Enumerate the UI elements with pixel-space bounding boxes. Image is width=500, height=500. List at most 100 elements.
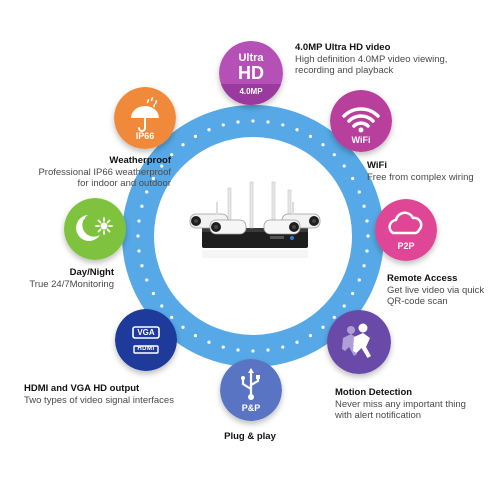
ring-dot (266, 348, 270, 352)
wifi-icon (330, 90, 392, 152)
plug-play-title: Plug & play (224, 431, 276, 442)
ring-dot (281, 345, 285, 349)
motion-detection-desc-2: with alert notification (335, 410, 422, 421)
remote-access-desc-2: QR-code scan (387, 296, 448, 307)
ultra-hd-desc-1: High definition 4.0MP video viewing, (295, 53, 448, 65)
ring-dot (251, 119, 255, 123)
ring-dot (332, 315, 336, 319)
plug-play-text: Plug & play (195, 431, 305, 443)
ring-dot (321, 143, 325, 147)
ring-dot (342, 164, 346, 168)
weatherproof-badge: IP66 (114, 87, 176, 149)
remote-access-desc-1: Get live video via quick (387, 284, 485, 296)
ring-dot (160, 164, 164, 168)
ring-dot (170, 153, 174, 157)
ring-dot (140, 204, 144, 208)
ring-dot (362, 204, 366, 208)
motion-detection-title: Motion Detection (335, 387, 413, 398)
ultra-hd-line2: HD (238, 63, 264, 83)
hdmi-vga-desc: Two types of video signal interfaces (24, 394, 174, 406)
ring-dot (221, 123, 225, 127)
vga-label: VGA (137, 328, 155, 337)
ring-dot (321, 325, 325, 329)
ultra-hd-line3: 4.0MP (239, 87, 263, 96)
ring-dot (145, 278, 149, 282)
motion-badge (327, 310, 391, 374)
wifi-badge: WiFi (330, 90, 392, 152)
ultra-hd-text: 4.0MP Ultra HD video High definition 4.0… (295, 42, 495, 77)
ring-dot (207, 340, 211, 344)
ip66-label: IP66 (135, 131, 155, 141)
hdmi-label: HDMI (137, 346, 155, 352)
ring-dot (236, 120, 240, 124)
ring-dot (207, 128, 211, 132)
ring-dot (170, 315, 174, 319)
ring-dot (281, 123, 285, 127)
ring-dot (365, 219, 369, 223)
ring-dot (181, 325, 185, 329)
ring-dot (193, 333, 198, 338)
ultra-hd-icon (219, 41, 283, 105)
remote-access-text: Remote Access Get live video via quick Q… (387, 273, 499, 308)
ring-dot (151, 291, 156, 296)
weatherproof-title: Weatherproof (109, 155, 171, 166)
ring-dot (350, 291, 355, 296)
ring-dot (365, 249, 369, 253)
wifi-label: WiFi (351, 135, 371, 145)
usb-icon (220, 359, 282, 421)
hdmi-vga-text: HDMI and VGA HD output Two types of vide… (24, 383, 224, 406)
ring-dot (140, 264, 144, 268)
weatherproof-desc-2: for indoor and outdoor (77, 178, 171, 189)
hdmi-vga-title: HDMI and VGA HD output (24, 383, 140, 394)
remote-access-title: Remote Access (387, 273, 458, 284)
running-person-icon (327, 310, 391, 374)
hdmi-vga-badge: VGA HDMI (115, 309, 177, 371)
ultra-hd-desc-2: recording and playback (295, 65, 394, 76)
moon-sun-icon (64, 198, 126, 260)
ring-dot (137, 219, 141, 223)
ring-dot (181, 143, 185, 147)
day-night-badge (64, 198, 126, 260)
umbrella-rain-icon (114, 87, 176, 149)
plug-play-label: P&P (241, 403, 261, 413)
motion-detection-desc-1: Never miss any important thing (335, 398, 466, 410)
p2p-badge: P2P (375, 199, 437, 261)
ultra-hd-line1: Ultra (238, 52, 264, 64)
ring-dot (350, 176, 355, 181)
ring-dot (308, 333, 313, 338)
ring-dot (266, 120, 270, 124)
weatherproof-desc-1: Professional IP66 weatherproof (38, 166, 171, 178)
ultra-hd-badge: Ultra HD 4.0MP (219, 41, 283, 105)
ring-dot (151, 176, 156, 181)
ring-dot (332, 153, 336, 157)
wifi-desc: Free from complex wiring (367, 171, 474, 183)
wifi-text: WiFi Free from complex wiring (367, 160, 497, 183)
day-night-title: Day/Night (69, 267, 114, 278)
motion-detection-text: Motion Detection Never miss any importan… (335, 387, 490, 422)
ring-dot (193, 134, 198, 139)
ring-dot (308, 134, 313, 139)
weatherproof-text: Weatherproof Professional IP66 weatherpr… (8, 155, 171, 190)
cloud-icon (375, 199, 437, 261)
p2p-label: P2P (397, 241, 415, 251)
ring-dots (136, 119, 370, 353)
wifi-title: WiFi (367, 160, 387, 171)
ring-dot (295, 128, 299, 132)
ring-dot (366, 234, 370, 238)
ring-dot (357, 278, 361, 282)
security-camera-kit-image (189, 181, 321, 258)
ring-dot (221, 345, 225, 349)
ring-dot (251, 349, 255, 353)
plug-play-badge: P&P (220, 359, 282, 421)
day-night-text: Day/Night True 24/7Monitoring (10, 267, 114, 290)
ring-dot (136, 234, 140, 238)
day-night-desc: True 24/7Monitoring (29, 278, 114, 290)
ring-dot (342, 304, 346, 308)
ring-dot (295, 340, 299, 344)
ultra-hd-title: 4.0MP Ultra HD video (295, 42, 391, 53)
ring-dot (357, 190, 361, 194)
ring-dot (236, 348, 240, 352)
ring-dot (145, 190, 149, 194)
